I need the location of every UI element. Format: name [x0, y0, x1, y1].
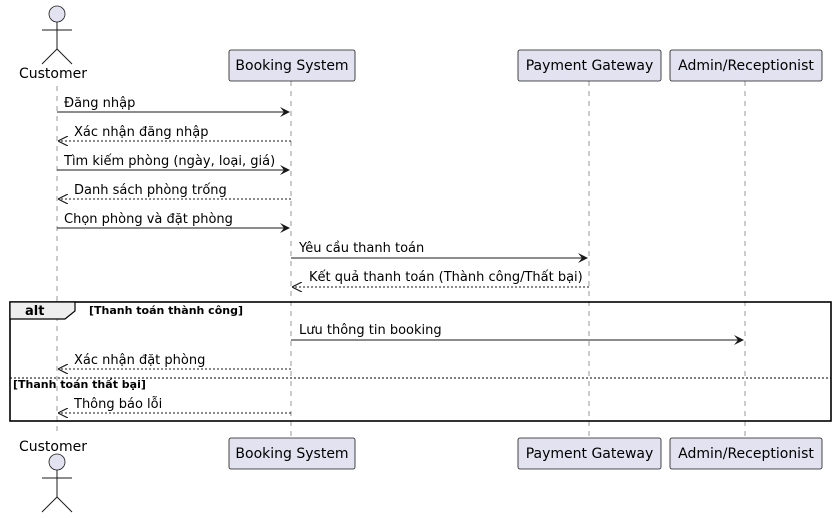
participant-box-payment-bottom: [517, 437, 662, 470]
alt-keyword: alt: [25, 304, 44, 319]
message-label-10: Thông báo lỗi: [73, 397, 162, 412]
alt-fragment-tag: [9, 301, 76, 320]
message-label-1: Đăng nhập: [64, 96, 135, 111]
alt-guard-success: [Thanh toán thành công]: [89, 304, 243, 317]
message-label-7: Kết quả thanh toán (Thành công/Thất bại): [309, 270, 583, 285]
participant-label-customer-bottom: Customer: [19, 439, 87, 455]
alt-guard-failure: [Thanh toán thất bại]: [13, 378, 146, 391]
participant-label-payment-top: Payment Gateway: [526, 58, 654, 74]
message-label-2: Xác nhận đăng nhập: [74, 125, 209, 140]
message-label-5: Chọn phòng và đặt phòng: [64, 212, 233, 227]
actor-customer-bottom: [41, 453, 73, 513]
message-label-3: Tìm kiếm phòng (ngày, loại, giá): [63, 154, 275, 169]
participant-box-payment-top: [517, 49, 662, 82]
actor-customer-top: [41, 5, 73, 65]
participant-label-payment-bottom: Payment Gateway: [526, 446, 654, 462]
message-label-6: Yêu cầu thanh toán: [298, 241, 424, 256]
actor-head: [48, 453, 66, 471]
participant-label-booking-top: Booking System: [235, 58, 348, 74]
message-label-9: Xác nhận đặt phòng: [74, 353, 205, 368]
message-label-4: Danh sách phòng trống: [74, 183, 227, 198]
message-label-8: Lưu thông tin booking: [299, 323, 442, 338]
participant-box-booking-bottom: [228, 437, 356, 470]
participant-label-customer-top: Customer: [19, 66, 87, 82]
participant-label-booking-bottom: Booking System: [235, 446, 348, 462]
participant-label-admin-bottom: Admin/Receptionist: [678, 446, 814, 462]
participant-box-booking-top: [228, 49, 356, 82]
actor-head: [48, 5, 66, 23]
participant-box-admin-bottom: [669, 437, 823, 470]
alt-fragment-frame: [9, 301, 832, 422]
participant-box-admin-top: [669, 49, 823, 82]
participant-label-admin-top: Admin/Receptionist: [678, 58, 814, 74]
